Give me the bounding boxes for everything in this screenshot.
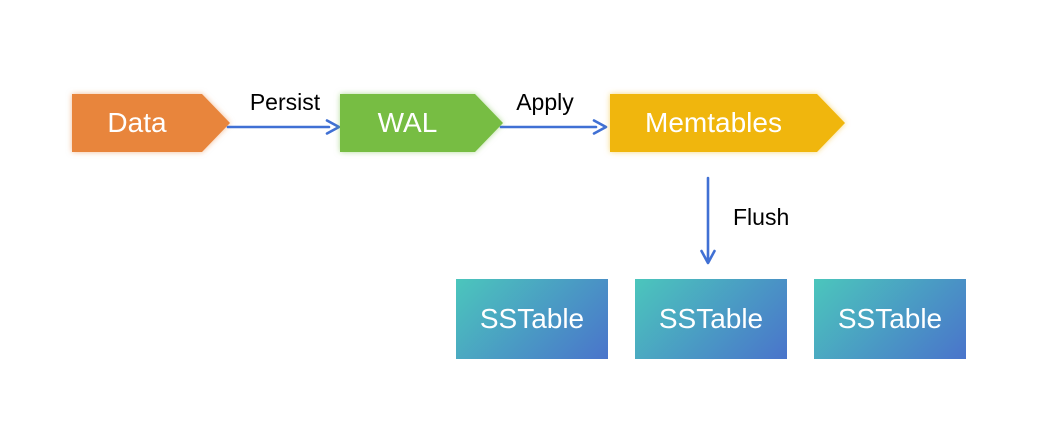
edge-label-flush: Flush	[733, 204, 790, 230]
node-data-label: Data	[107, 107, 167, 138]
node-sstable-1-label: SSTable	[479, 303, 585, 334]
node-sstable-2-label: SSTable	[658, 303, 764, 334]
node-wal-label: WAL	[377, 107, 438, 138]
persist-arrow-icon	[226, 119, 341, 135]
node-wal: WAL	[340, 94, 503, 152]
node-sstable-1: SSTable	[456, 279, 608, 359]
node-sstable-3-label: SSTable	[837, 303, 943, 334]
node-data: Data	[72, 94, 230, 152]
node-memtables: Memtables	[610, 94, 845, 152]
node-sstable-2: SSTable	[635, 279, 787, 359]
edge-label-persist: Persist	[249, 89, 321, 115]
node-sstable-3: SSTable	[814, 279, 966, 359]
memtables-chevron-shape: Memtables	[610, 94, 845, 152]
apply-arrow-icon	[499, 119, 608, 135]
flush-arrow-icon	[700, 176, 716, 265]
edge-label-apply: Apply	[516, 89, 574, 115]
data-chevron-shape: Data	[72, 94, 230, 152]
node-memtables-label: Memtables	[645, 107, 782, 138]
wal-chevron-shape: WAL	[340, 94, 503, 152]
